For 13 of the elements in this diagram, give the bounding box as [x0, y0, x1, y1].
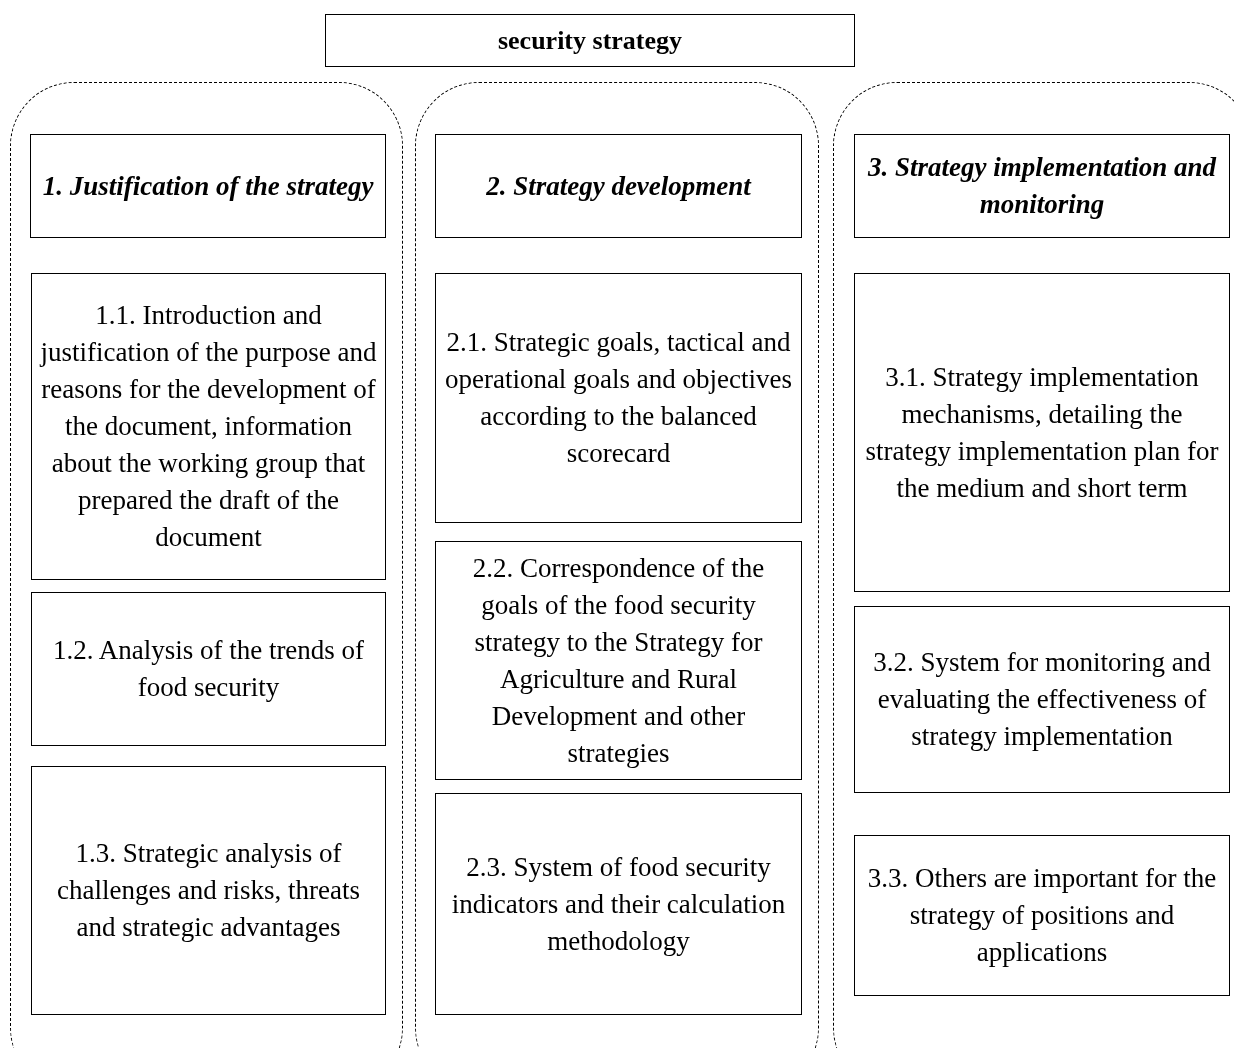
section-heading-box: 3. Strategy implementation and monitoring — [854, 134, 1230, 238]
section-heading-box: 1. Justification of the strategy — [30, 134, 386, 238]
title-box: security strategy — [325, 14, 855, 67]
content-box: 3.2. System for monitoring and evaluating the effectiveness of strategy implementation — [854, 606, 1230, 793]
content-box: 1.1. Introduction and justification of the purpose and reasons for the development of the document, information about the working group that prepared the draft of the document — [31, 273, 386, 580]
content-box: 3.3. Others are important for the strategy of positions and applications — [854, 835, 1230, 996]
content-box: 2.2. Correspondence of the goals of the food security strategy to the Strategy for Agriculture and Rural Development and other strategies — [435, 541, 802, 780]
content-box: 2.1. Strategic goals, tactical and operational goals and objectives according to the balanced scorecard — [435, 273, 802, 523]
content-box: 1.3. Strategic analysis of challenges and risks, threats and strategic advantages — [31, 766, 386, 1015]
content-box: 3.1. Strategy implementation mechanisms, detailing the strategy implementation plan for the medium and short term — [854, 273, 1230, 592]
section-heading-box: 2. Strategy development — [435, 134, 802, 238]
content-box: 2.3. System of food security indicators and their calculation methodology — [435, 793, 802, 1015]
content-box: 1.2. Analysis of the trends of food security — [31, 592, 386, 746]
